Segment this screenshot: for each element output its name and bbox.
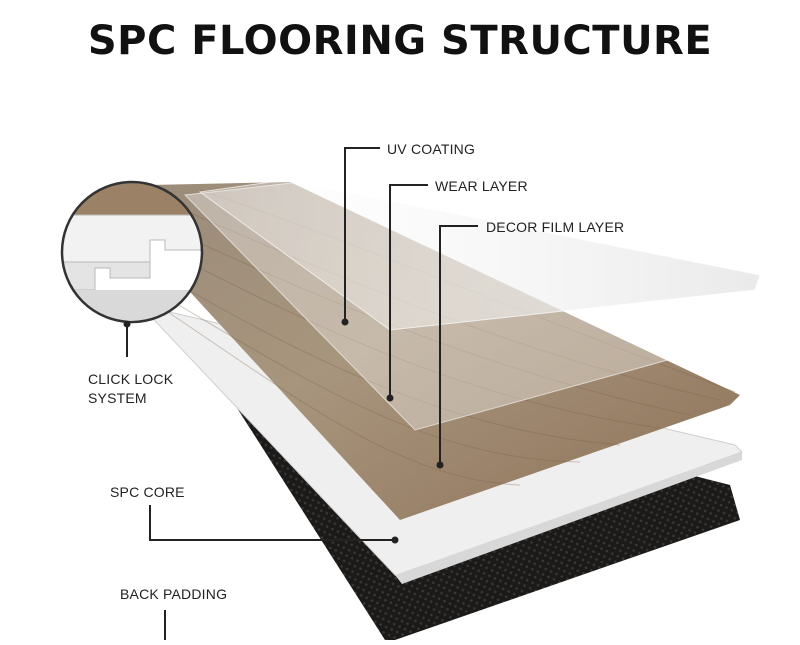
leader-dots [123, 318, 444, 544]
click-lock-label-line2: SYSTEM [88, 390, 147, 406]
spc-core-label: SPC CORE [110, 484, 185, 500]
uv-coating-layer [198, 179, 761, 331]
decor-film-layer-label: DECOR FILM LAYER [486, 219, 625, 235]
click-lock-label-line1: CLICK LOCK [88, 371, 174, 387]
wear-layer-label: WEAR LAYER [435, 178, 528, 194]
uv-coating-label: UV COATING [387, 141, 476, 157]
page-title: SPC FLOORING STRUCTURE [87, 18, 713, 64]
back-padding-label: BACK PADDING [120, 586, 228, 602]
click-lock-label: CLICK LOCK SYSTEM [88, 370, 173, 408]
decor-film-layer [110, 182, 740, 520]
leader-lines [126, 147, 478, 640]
spc-core-edge [395, 452, 742, 584]
click-lock-circle-outline [60, 180, 204, 324]
